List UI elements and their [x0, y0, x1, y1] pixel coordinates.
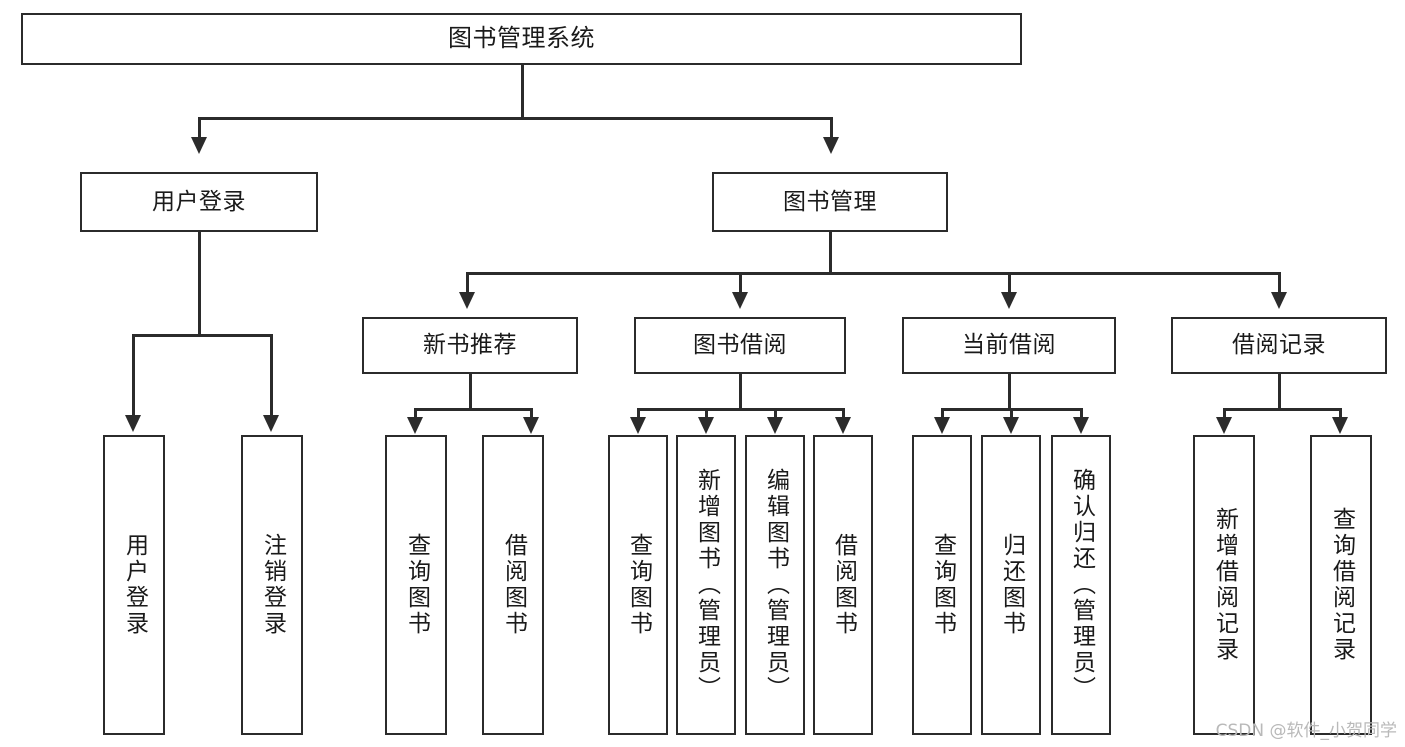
- connector-cb-drop-3: [1080, 408, 1083, 419]
- node-label: 编辑图书（管理员）: [762, 468, 789, 702]
- connector-root-drop-left: [198, 117, 201, 139]
- node-label: 查询图书: [625, 533, 652, 637]
- connector-br-drop-2: [1339, 408, 1342, 419]
- node-label: 注销登录: [259, 533, 286, 637]
- arrowhead-leaf-return-book: [1003, 417, 1019, 434]
- connector-bb-drop-4: [842, 408, 845, 419]
- node-label: 图书管理系统: [448, 24, 595, 53]
- node-label: 新增图书（管理员）: [693, 468, 720, 702]
- arrowhead-leaf-query-book-2: [630, 417, 646, 434]
- node-current-borrow[interactable]: 当前借阅: [902, 317, 1116, 374]
- arrowhead-leaf-borrow-book-2: [835, 417, 851, 434]
- connector-book-management-stem: [829, 232, 832, 274]
- node-label: 新书推荐: [423, 332, 517, 359]
- connector-bm-drop-1: [466, 272, 469, 294]
- node-book-management[interactable]: 图书管理: [712, 172, 948, 232]
- node-label: 查询图书: [403, 533, 430, 637]
- node-label: 归还图书: [998, 533, 1025, 637]
- leaf-query-book-2[interactable]: 查询图书: [608, 435, 668, 735]
- connector-bm-drop-4: [1278, 272, 1281, 294]
- connector-user-login-bus: [132, 334, 272, 337]
- leaf-return-book[interactable]: 归还图书: [981, 435, 1041, 735]
- connector-root-drop-right: [830, 117, 833, 139]
- node-label: 图书管理: [783, 188, 877, 215]
- leaf-borrow-book-1[interactable]: 借阅图书: [482, 435, 544, 735]
- node-label: 新增借阅记录: [1211, 507, 1238, 663]
- connector-nbr-drop-2: [530, 408, 533, 419]
- arrowhead-current-borrow: [1001, 292, 1017, 309]
- leaf-logout-login[interactable]: 注销登录: [241, 435, 303, 735]
- arrowhead-leaf-logout-login: [263, 415, 279, 432]
- node-label: 用户登录: [152, 188, 246, 215]
- connector-br-bus: [1223, 408, 1341, 411]
- arrowhead-leaf-edit-book: [767, 417, 783, 434]
- arrowhead-leaf-user-login: [125, 415, 141, 432]
- connector-br-stem: [1278, 374, 1281, 410]
- arrowhead-leaf-query-book-3: [934, 417, 950, 434]
- connector-book-management-bus: [466, 272, 1280, 275]
- arrowhead-new-book-recommend: [459, 292, 475, 309]
- arrowhead-leaf-query-book-1: [407, 417, 423, 434]
- leaf-query-record[interactable]: 查询借阅记录: [1310, 435, 1372, 735]
- connector-bb-drop-3: [774, 408, 777, 419]
- connector-bm-drop-2: [739, 272, 742, 294]
- connector-nbr-drop-1: [414, 408, 417, 419]
- connector-bb-stem: [739, 374, 742, 410]
- connector-bm-drop-3: [1008, 272, 1011, 294]
- connector-user-login-drop-2: [270, 334, 273, 417]
- arrowhead-borrow-record: [1271, 292, 1287, 309]
- arrowhead-leaf-add-record: [1216, 417, 1232, 434]
- node-label: 查询图书: [929, 533, 956, 637]
- node-borrow-record[interactable]: 借阅记录: [1171, 317, 1387, 374]
- connector-root-stem: [521, 65, 524, 118]
- node-book-borrow[interactable]: 图书借阅: [634, 317, 846, 374]
- arrowhead-book-management: [823, 137, 839, 154]
- connector-cb-drop-1: [941, 408, 944, 419]
- leaf-user-login[interactable]: 用户登录: [103, 435, 165, 735]
- leaf-query-book-1[interactable]: 查询图书: [385, 435, 447, 735]
- node-new-book-recommend[interactable]: 新书推荐: [362, 317, 578, 374]
- connector-nbr-stem: [469, 374, 472, 410]
- leaf-confirm-return[interactable]: 确认归还（管理员）: [1051, 435, 1111, 735]
- connector-root-bus: [198, 117, 833, 120]
- arrowhead-book-borrow: [732, 292, 748, 309]
- arrowhead-user-login: [191, 137, 207, 154]
- node-label: 查询借阅记录: [1328, 507, 1355, 663]
- connector-bb-drop-1: [637, 408, 640, 419]
- leaf-borrow-book-2[interactable]: 借阅图书: [813, 435, 873, 735]
- node-root-system[interactable]: 图书管理系统: [21, 13, 1022, 65]
- connector-user-login-stem: [198, 232, 201, 336]
- arrowhead-leaf-confirm-return: [1073, 417, 1089, 434]
- connector-bb-bus: [637, 408, 844, 411]
- arrowhead-leaf-query-record: [1332, 417, 1348, 434]
- connector-cb-stem: [1008, 374, 1011, 410]
- leaf-add-record[interactable]: 新增借阅记录: [1193, 435, 1255, 735]
- node-user-login[interactable]: 用户登录: [80, 172, 318, 232]
- leaf-add-book[interactable]: 新增图书（管理员）: [676, 435, 736, 735]
- node-label: 借阅图书: [830, 533, 857, 637]
- node-label: 图书借阅: [693, 332, 787, 359]
- connector-user-login-drop-1: [132, 334, 135, 417]
- node-label: 当前借阅: [962, 332, 1056, 359]
- leaf-edit-book[interactable]: 编辑图书（管理员）: [745, 435, 805, 735]
- connector-cb-drop-2: [1010, 408, 1013, 419]
- node-label: 借阅记录: [1232, 332, 1326, 359]
- node-label: 确认归还（管理员）: [1068, 468, 1095, 702]
- leaf-query-book-3[interactable]: 查询图书: [912, 435, 972, 735]
- connector-br-drop-1: [1223, 408, 1226, 419]
- connector-bb-drop-2: [705, 408, 708, 419]
- arrowhead-leaf-borrow-book-1: [523, 417, 539, 434]
- connector-nbr-bus: [414, 408, 532, 411]
- node-label: 用户登录: [121, 533, 148, 637]
- node-label: 借阅图书: [500, 533, 527, 637]
- arrowhead-leaf-add-book: [698, 417, 714, 434]
